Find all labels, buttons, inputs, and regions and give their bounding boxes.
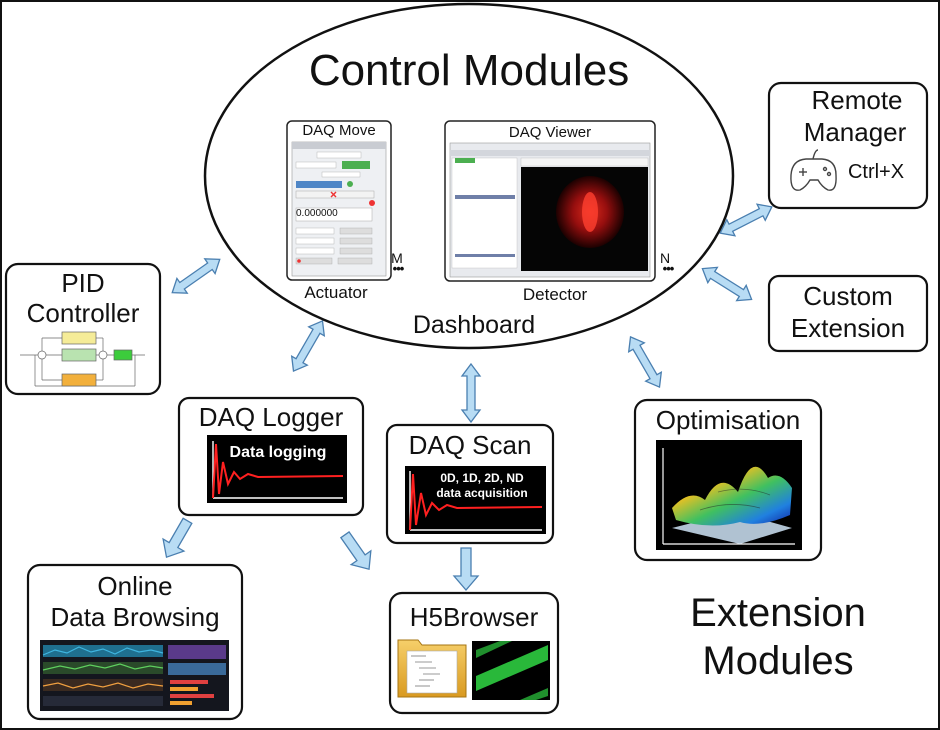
- arrow-pid-dashboard: [171, 258, 221, 294]
- daq-move-window: [286, 120, 392, 281]
- dashboard-label: Dashboard: [412, 311, 536, 339]
- arrow-custom-dashboard: [701, 266, 753, 302]
- arrow-logger-online: [162, 517, 193, 559]
- pid-line2: Controller: [26, 298, 140, 328]
- pid-line1: PID: [61, 268, 105, 298]
- arrow-scan-h5: [452, 547, 480, 591]
- custom-extension-box: [767, 274, 929, 353]
- custom-extension-line1: Custom: [803, 281, 893, 311]
- detector-label: Detector: [522, 285, 588, 304]
- remote-manager-line2: Manager: [803, 117, 907, 147]
- extension-modules-line2: Modules: [702, 639, 854, 683]
- scan-oscillation-plot: [405, 466, 546, 534]
- remote-manager-line1: Remote: [811, 85, 903, 115]
- folder-icon: [397, 639, 467, 698]
- dashboard-screenshot: [40, 640, 229, 711]
- daq-move-title: DAQ Move: [302, 122, 376, 139]
- actuator-count: M: [391, 250, 403, 266]
- daq-scan-caption-line2: data acquisition: [436, 486, 528, 500]
- online-browsing-line2: Data Browsing: [50, 602, 220, 632]
- damped-oscillation-plot: [207, 435, 347, 503]
- h5browser-title: H5Browser: [409, 602, 539, 632]
- detector-more-dots: •••: [662, 261, 675, 276]
- detector-count: N: [659, 250, 671, 266]
- actuator-label: Actuator: [304, 283, 368, 302]
- pid-block-diagram: [20, 331, 145, 387]
- arrow-optimisation-dashboard: [627, 335, 663, 389]
- extension-modules-line1: Extension: [690, 591, 866, 635]
- arrow-logger-dashboard: [290, 319, 326, 373]
- daq-viewer-title: DAQ Viewer: [508, 124, 592, 141]
- remote-manager-shortcut: Ctrl+X: [847, 161, 905, 183]
- h5-image-preview: [472, 641, 550, 700]
- daq-move-position-value: 0.000000: [296, 208, 338, 219]
- daq-scan-title: DAQ Scan: [408, 430, 532, 460]
- daq-viewer-window: [444, 120, 656, 282]
- pid-controller-box: [4, 262, 162, 396]
- online-browsing-line1: Online: [97, 571, 173, 601]
- optimisation-title: Optimisation: [655, 405, 801, 435]
- remote-manager-box: [767, 81, 929, 210]
- gamepad-icon: [790, 149, 837, 191]
- actuator-more-dots: •••: [392, 261, 405, 276]
- daq-logger-title: DAQ Logger: [198, 402, 344, 432]
- daq-logger-caption: Data logging: [229, 444, 327, 461]
- custom-extension-line2: Extension: [790, 313, 906, 343]
- control-modules-title: Control Modules: [308, 46, 630, 95]
- daq-scan-caption-line1: 0D, 1D, 2D, ND: [440, 471, 524, 485]
- arrow-logger-h5: [339, 531, 372, 571]
- surface-plot: [656, 440, 802, 550]
- arrow-remote-dashboard: [719, 203, 773, 237]
- arrows: [162, 203, 773, 591]
- arrow-scan-dashboard: [460, 362, 482, 424]
